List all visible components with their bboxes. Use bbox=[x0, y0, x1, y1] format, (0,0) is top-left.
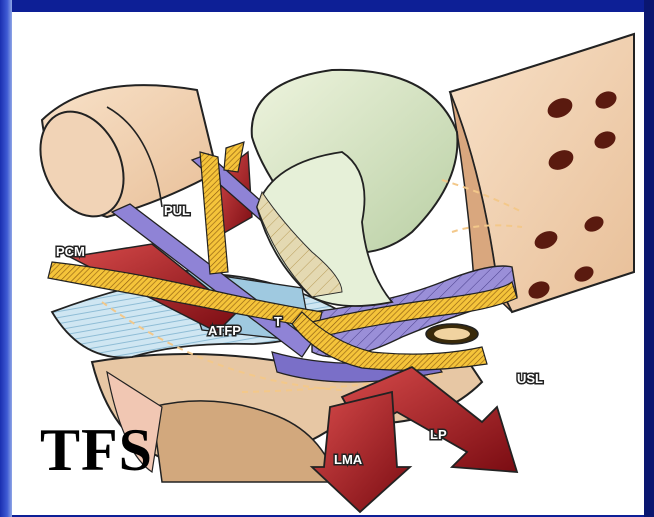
cervix-ring bbox=[426, 324, 478, 344]
slide-title: TFS bbox=[40, 420, 153, 480]
label-usl: USL bbox=[517, 371, 543, 386]
uterus bbox=[252, 70, 458, 306]
slide-right-edge bbox=[644, 0, 654, 517]
label-t: T bbox=[274, 314, 282, 329]
label-pcm: PCM bbox=[56, 244, 85, 259]
slide-left-edge bbox=[0, 0, 12, 517]
label-lma: LMA bbox=[334, 452, 363, 467]
label-lp: LP bbox=[430, 427, 447, 442]
label-pul: PUL bbox=[164, 203, 190, 218]
label-atfp: ATFP bbox=[208, 323, 241, 338]
